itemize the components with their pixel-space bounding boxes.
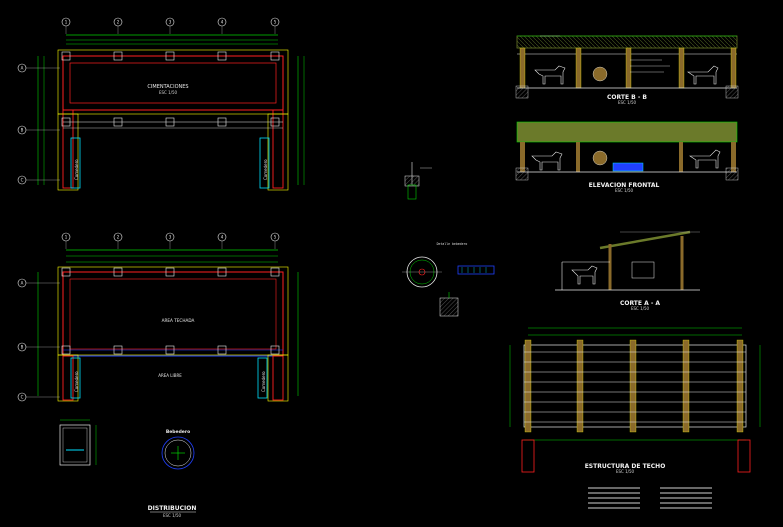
column-pad bbox=[217, 267, 227, 277]
elevacion-scale: ESC 1/50 bbox=[615, 188, 634, 193]
roof-rafter bbox=[576, 339, 584, 433]
column-pad bbox=[61, 345, 71, 355]
estructura-title: ESTRUCTURA DE TECHO bbox=[585, 463, 666, 470]
grid-bubble-label: 2 bbox=[117, 20, 120, 25]
grid-row-bubble-B: B bbox=[17, 342, 60, 352]
roof-rafter bbox=[736, 339, 744, 433]
grid-bubble-label: 4 bbox=[221, 235, 224, 240]
comedero-label-bottom-left: Comedero bbox=[74, 371, 79, 392]
area-techada-label: AREA TECHADA bbox=[162, 318, 195, 323]
footing-pad bbox=[113, 51, 123, 61]
distribucion-title: DISTRIBUCION bbox=[148, 505, 197, 512]
roof-rafter bbox=[682, 339, 690, 433]
grid-bubble-bottom-2: 2 bbox=[113, 232, 123, 249]
estructura-scale: ESC 1/50 bbox=[616, 469, 635, 474]
column-pad bbox=[165, 345, 175, 355]
elevacion-title: ELEVACION FRONTAL bbox=[589, 182, 660, 189]
comedero-label-bottom-right: Comedero bbox=[261, 371, 266, 392]
footing-pad bbox=[61, 117, 71, 127]
detail-bebedero: Bebedero bbox=[161, 429, 195, 470]
grid-row-bubble-A: A bbox=[17, 278, 60, 288]
grid-row-bubble-B: B bbox=[17, 125, 60, 135]
grid-bubble-label: 3 bbox=[169, 235, 172, 240]
corte-bb-title: CORTE B - B bbox=[607, 94, 647, 101]
grid-row-label: A bbox=[21, 281, 24, 286]
comedero-label-right: Comedero bbox=[263, 159, 268, 180]
detail-column bbox=[404, 162, 432, 200]
corte-aa-title: CORTE A - A bbox=[620, 300, 660, 307]
grid-row-bubble-C: C bbox=[17, 175, 60, 185]
grid-row-bubble-A: A bbox=[17, 63, 60, 73]
column-pad bbox=[113, 267, 123, 277]
footing-pad bbox=[165, 117, 175, 127]
column-pad bbox=[270, 267, 280, 277]
corte-aa: CORTE A - A ESC 1/50 bbox=[555, 230, 700, 311]
corte-aa-scale: ESC 1/50 bbox=[631, 306, 650, 311]
detail-comedero bbox=[59, 419, 97, 466]
footing-pad bbox=[217, 51, 227, 61]
grid-bubble-label: 5 bbox=[274, 235, 277, 240]
grid-bubble-bottom-5: 5 bbox=[270, 232, 280, 249]
footing-pad bbox=[113, 117, 123, 127]
corte-bb: CORTE B - B ESC 1/50 bbox=[515, 35, 739, 105]
grid-row-bubble-C: C bbox=[17, 392, 60, 402]
plan-top-scale: ESC 1/50 bbox=[159, 90, 178, 95]
grid-bubble-top-3: 3 bbox=[165, 17, 175, 34]
grid-bubble-top-2: 2 bbox=[113, 17, 123, 34]
column-pad bbox=[113, 345, 123, 355]
grid-bubble-label: 1 bbox=[65, 235, 68, 240]
grid-bubble-label: 1 bbox=[65, 20, 68, 25]
grid-row-label: B bbox=[21, 345, 24, 350]
column-pad bbox=[217, 345, 227, 355]
column-pad bbox=[270, 345, 280, 355]
grid-bubble-label: 2 bbox=[117, 235, 120, 240]
comedero-label-left: Comedero bbox=[74, 159, 79, 180]
footing-pad bbox=[270, 117, 280, 127]
corte-bb-scale: ESC 1/50 bbox=[618, 100, 637, 105]
roof-rafter bbox=[629, 339, 637, 433]
grid-bubble-label: 5 bbox=[274, 20, 277, 25]
elevacion-frontal: ELEVACION FRONTAL ESC 1/50 bbox=[515, 121, 739, 193]
plan-cimentaciones: CIMENTACIONES ESC 1/50 Comedero Comedero bbox=[37, 34, 305, 191]
column-pad bbox=[165, 267, 175, 277]
plan-top-title: CIMENTACIONES bbox=[147, 84, 188, 90]
grid-row-label: C bbox=[21, 395, 24, 400]
estructura-techo: ESTRUCTURA DE TECHO ESC 1/50 bbox=[509, 327, 761, 509]
column-pad bbox=[61, 267, 71, 277]
detail-bebedero-section: Detalle bebedero bbox=[402, 242, 495, 317]
footing-pad bbox=[61, 51, 71, 61]
grid-row-label: C bbox=[21, 178, 24, 183]
grid-bubble-bottom-1: 1 bbox=[61, 232, 71, 249]
area-libre-label: AREA LIBRE bbox=[158, 373, 182, 378]
grid-bubble-bottom-4: 4 bbox=[217, 232, 227, 249]
footing-pad bbox=[165, 51, 175, 61]
grid-bubble-bottom-3: 3 bbox=[165, 232, 175, 249]
grid-bubble-top-4: 4 bbox=[217, 17, 227, 34]
detalle-bebedero-label: Detalle bebedero bbox=[437, 242, 468, 246]
grid-bubble-top-5: 5 bbox=[270, 17, 280, 34]
grid-bubble-label: 4 bbox=[221, 20, 224, 25]
roof-rafter bbox=[524, 339, 532, 433]
plan-distribucion: AREA TECHADA AREA LIBRE Comedero Comeder… bbox=[37, 249, 299, 402]
grid-row-label: A bbox=[21, 66, 24, 71]
grid-row-label: B bbox=[21, 128, 24, 133]
grid-bubble-label: 3 bbox=[169, 20, 172, 25]
footing-pad bbox=[217, 117, 227, 127]
grid-bubble-top-1: 1 bbox=[61, 17, 71, 34]
bebedero-title: Bebedero bbox=[166, 429, 190, 435]
distribucion-scale: ESC 1/50 bbox=[163, 513, 182, 518]
footing-pad bbox=[270, 51, 280, 61]
